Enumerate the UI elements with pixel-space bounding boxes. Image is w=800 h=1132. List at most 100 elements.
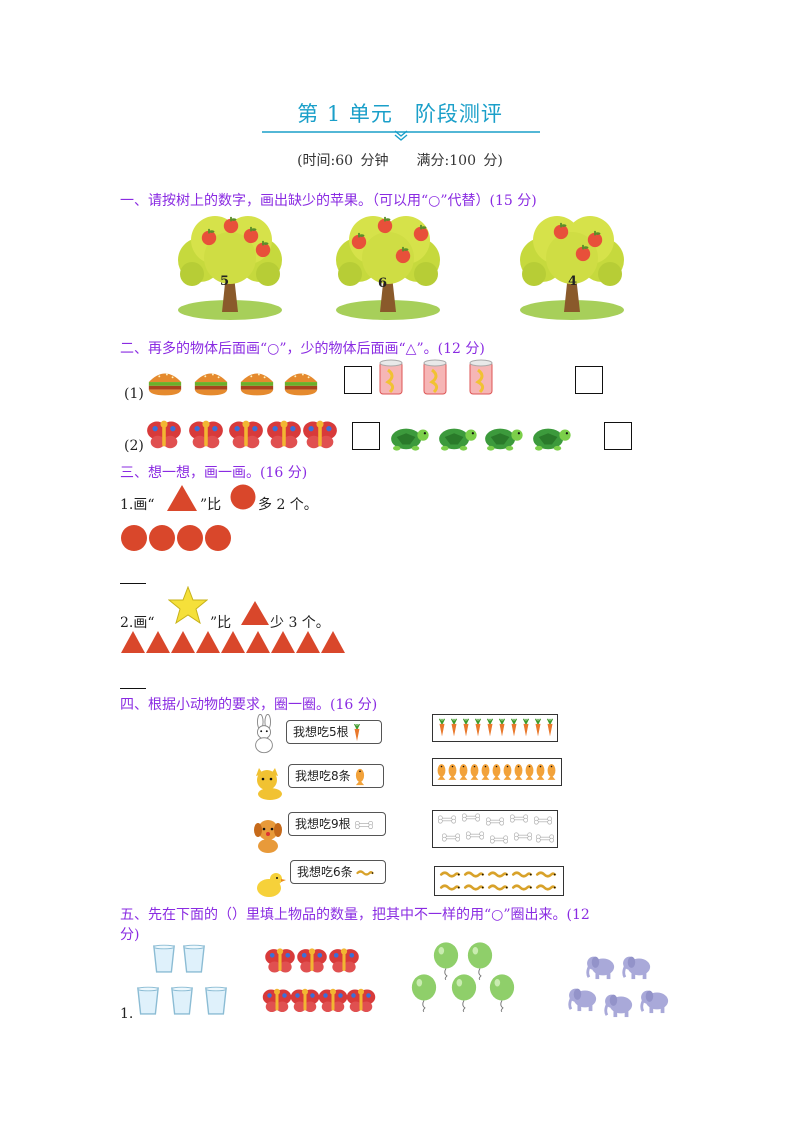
q4-heading: 四、根据小动物的要求，圈一圈。(16 分) xyxy=(120,697,378,713)
triangle-icon xyxy=(241,601,269,625)
q4-speech-bubble-4: 我想吃6条 xyxy=(290,860,386,884)
q2-row1-answer-box-2[interactable] xyxy=(575,366,603,394)
q4-food-box-4[interactable] xyxy=(434,866,564,896)
turtle-icon xyxy=(480,422,524,452)
q3-p1-answer-line[interactable] xyxy=(120,583,146,585)
q3-p2-text: 2.画“ xyxy=(120,612,155,632)
cup-icon xyxy=(205,986,227,1015)
apple-icon xyxy=(254,240,272,258)
rabbit-icon xyxy=(250,714,278,754)
q4-speech-bubble-3: 我想吃9根 xyxy=(288,812,386,836)
fish-row xyxy=(437,764,556,780)
butterfly-group xyxy=(262,948,376,1012)
triangle-icon xyxy=(146,631,170,653)
q3-p1-mid: ”比 xyxy=(200,497,222,513)
elephant-icon xyxy=(604,993,634,1018)
triangle-icon xyxy=(321,631,345,653)
q3-p2-answer-line[interactable] xyxy=(120,688,146,690)
q3-triangle-row xyxy=(121,631,345,653)
butterfly-icon xyxy=(297,948,327,973)
q2-row2-label: (2) xyxy=(124,438,144,454)
q4-says: 我想吃6条 xyxy=(297,865,353,879)
q2-row2-answer-box-2[interactable] xyxy=(604,422,632,450)
hamburger-icon xyxy=(238,368,276,398)
butterfly-icon xyxy=(262,988,292,1012)
q3-p1-post: 多 2 个。 xyxy=(258,497,318,513)
circle-icon xyxy=(230,484,256,510)
tree-number: 5 xyxy=(220,274,230,289)
q4-says: 我想吃5根 xyxy=(293,725,349,739)
balloon-icon xyxy=(489,974,515,1012)
circle-icon xyxy=(149,525,175,551)
turtle-icon xyxy=(528,422,572,452)
exam-meta: (时间:60 分钟满分:100 分) xyxy=(0,150,800,170)
hamburger-icon xyxy=(192,368,230,398)
triangle-icon xyxy=(271,631,295,653)
triangle-icon xyxy=(296,631,320,653)
apple-icon xyxy=(552,222,570,240)
bone-icon xyxy=(354,820,374,830)
apple-icon xyxy=(222,216,240,234)
carrot-icon xyxy=(352,724,362,742)
butterfly-icon xyxy=(146,418,182,450)
hamburger-icon xyxy=(282,368,320,398)
butterfly-icon xyxy=(188,418,224,450)
apple-icon xyxy=(350,232,368,250)
balloon-group xyxy=(411,942,515,1012)
elephant-icon xyxy=(622,955,652,980)
turtle-icon xyxy=(386,422,430,452)
q4-food-box-3[interactable] xyxy=(432,810,558,848)
elephant-icon xyxy=(640,989,670,1014)
tree-icon xyxy=(512,212,632,322)
page-title: 第 1 单元 阶段测评 xyxy=(297,102,503,126)
butterfly-icon xyxy=(302,418,338,450)
q4-speech-bubble-2: 我想吃8条 xyxy=(288,764,384,788)
q5-num: 1. xyxy=(120,1006,134,1022)
cat-icon xyxy=(250,768,284,800)
cup-icon xyxy=(183,944,205,973)
triangle-icon xyxy=(196,631,220,653)
q2-row1-label: (1) xyxy=(124,386,144,402)
butterfly-icon xyxy=(329,948,359,973)
cup-group xyxy=(137,944,227,1015)
circle-icon xyxy=(121,525,147,551)
apple-icon xyxy=(376,216,394,234)
elephant-icon xyxy=(568,987,598,1012)
balloon-icon xyxy=(411,974,437,1012)
q4-food-box-2[interactable] xyxy=(432,758,562,786)
q4-food-box-1[interactable] xyxy=(432,714,558,742)
triangle-icon xyxy=(171,631,195,653)
circle-icon xyxy=(205,525,231,551)
fish-icon xyxy=(354,768,366,786)
chick-icon xyxy=(252,870,286,898)
title-underline xyxy=(262,130,540,141)
elephant-icon xyxy=(586,955,616,980)
butterfly-icon xyxy=(318,988,348,1012)
butterfly-icon xyxy=(346,988,376,1012)
circle-icon xyxy=(177,525,203,551)
elephant-group xyxy=(568,955,670,1018)
apple-icon xyxy=(394,246,412,264)
q3-heading: 三、想一想，画一画。(16 分) xyxy=(120,465,308,481)
carrot-row xyxy=(438,718,554,738)
tree-number: 4 xyxy=(568,274,578,289)
butterfly-icon xyxy=(228,418,264,450)
drink-can-icon xyxy=(466,358,496,398)
q4-says: 我想吃8条 xyxy=(295,769,351,783)
q1-heading: 一、请按树上的数字，画出缺少的苹果。（可以用“○”代替）(15 分) xyxy=(120,193,537,209)
q5-heading-line2: 分) xyxy=(120,927,140,943)
dog-icon xyxy=(252,818,286,854)
apple-icon xyxy=(412,224,430,242)
bone-row xyxy=(437,813,555,844)
drink-can-icon xyxy=(376,358,406,398)
apple-icon xyxy=(574,244,592,262)
butterfly-icon xyxy=(265,948,295,973)
cup-icon xyxy=(137,986,159,1015)
worm-icon xyxy=(356,869,374,877)
q2-row2-answer-box-1[interactable] xyxy=(352,422,380,450)
q5-heading-line1: 五、先在下面的（）里填上物品的数量，把其中不一样的用“○”圈出来。(12 xyxy=(120,907,590,923)
triangle-icon xyxy=(121,631,145,653)
q3-p2-post: 少 3 个。 xyxy=(270,615,330,631)
tree-3: 4 xyxy=(512,212,632,322)
q2-row1-answer-box-1[interactable] xyxy=(344,366,372,394)
